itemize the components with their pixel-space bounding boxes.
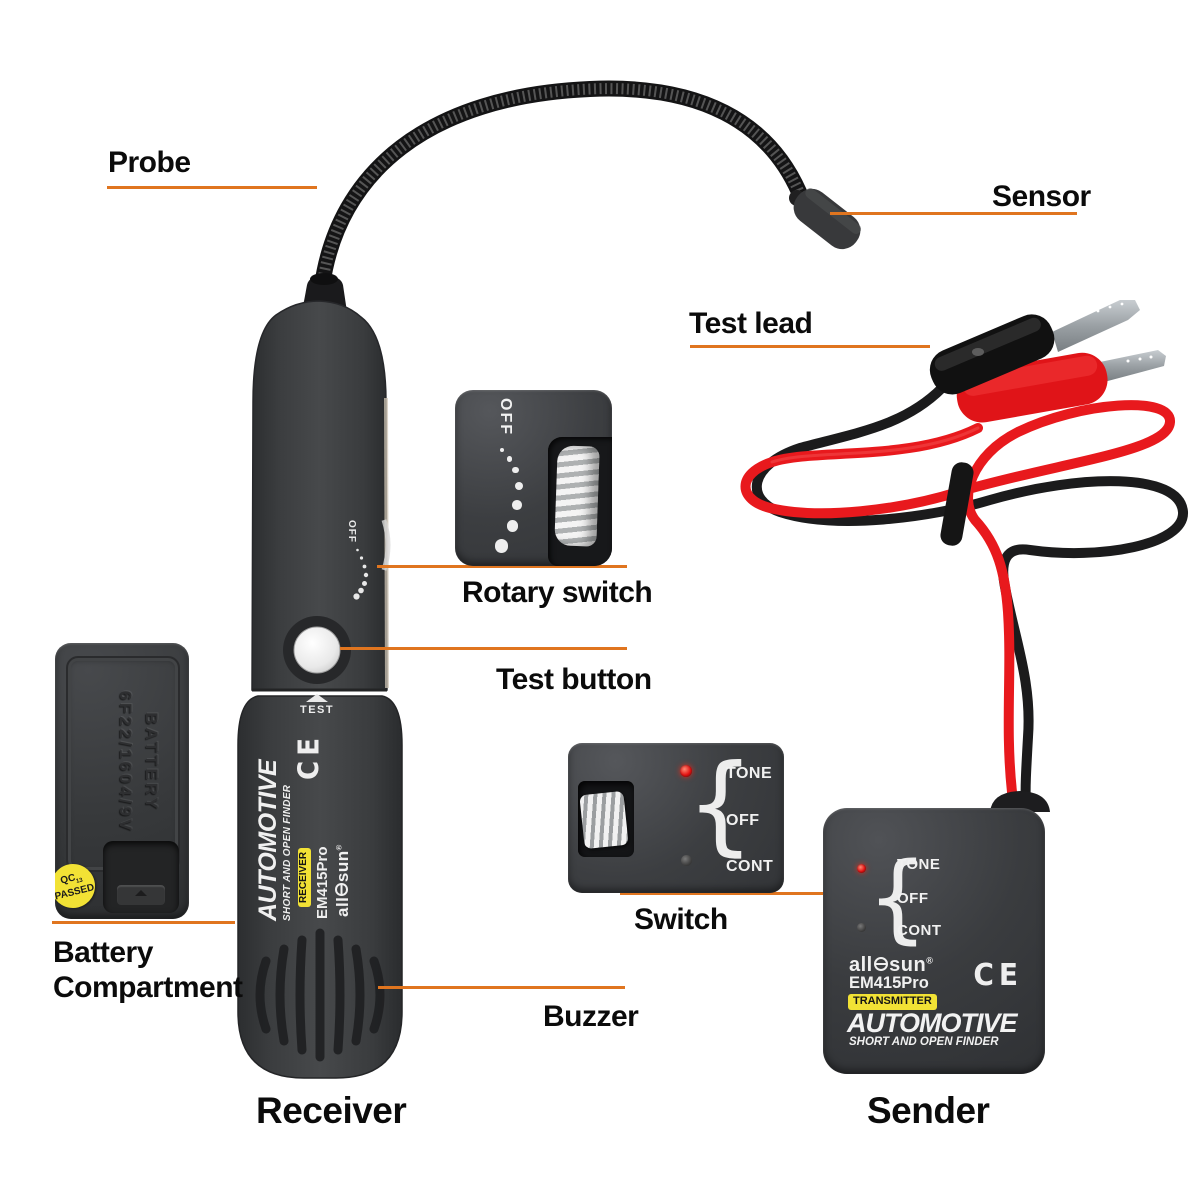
- sender-subtitle: SHORT AND OPEN FINDER: [849, 1036, 999, 1048]
- receiver-title: AUTOMOTIVE: [254, 759, 282, 921]
- sensor-line: [830, 212, 1077, 215]
- battery-latch: [117, 885, 165, 905]
- battery-embossed-text: BATTERY 6F22/1604/9V: [80, 667, 164, 857]
- tone-led: [680, 765, 692, 777]
- rotary-dot: [506, 456, 513, 462]
- battery-label-line2: Compartment: [53, 970, 243, 1004]
- battery-line: [52, 921, 235, 924]
- battery-emboss-line2: 6F22/1604/9V: [116, 690, 136, 834]
- test-lead-wires: [740, 383, 1188, 809]
- latch-notch-icon: [135, 890, 147, 896]
- sender-role-badge: TRANSMITTER: [848, 994, 937, 1010]
- sender-off-caption: OFF: [897, 890, 929, 907]
- sender-cont-caption: CONT: [897, 922, 942, 939]
- sensor-tip: [789, 188, 862, 250]
- sender-ce-mark: CE: [973, 956, 1023, 993]
- sensor-label: Sensor: [992, 180, 1091, 213]
- buzzer-line: [378, 986, 625, 989]
- probe-line: [107, 186, 317, 189]
- receiver-ce-mark: CE: [293, 733, 327, 780]
- slide-switch-recess: [578, 781, 634, 857]
- brand-prefix: all: [333, 896, 353, 917]
- receiver-role-badge: RECEIVER: [298, 847, 311, 907]
- receiver-brand-logo: all sun®: [333, 729, 353, 917]
- mode-brace: {: [686, 743, 755, 867]
- rotary-dot: [494, 539, 509, 553]
- receiver-label: Receiver: [256, 1090, 407, 1131]
- qc-text: QC: [59, 872, 77, 887]
- switch-inset: { TONE OFF CONT: [568, 743, 784, 893]
- black-alligator-clip: [929, 300, 1140, 395]
- sun-logo-icon: [335, 882, 349, 896]
- sender-title: AUTOMOTIVE: [847, 1008, 1018, 1038]
- sender-strain-relief: [990, 791, 1050, 812]
- test-button: [293, 626, 341, 674]
- test-button-caption: TEST: [300, 704, 335, 716]
- rotary-line: [377, 565, 627, 568]
- rotary-dots: [353, 548, 369, 600]
- rotary-dot: [514, 482, 523, 490]
- switch-off-caption: OFF: [726, 812, 760, 829]
- rotary-switch-label: Rotary switch: [462, 576, 653, 609]
- sun-logo-icon: [873, 956, 889, 971]
- registered-mark: ®: [926, 955, 934, 966]
- thumbwheel-recess: [548, 437, 612, 566]
- thumbwheel: [554, 445, 600, 547]
- battery-label-line1: Battery: [53, 936, 153, 969]
- battery-latch-recess: [103, 841, 179, 913]
- probe-label: Probe: [108, 146, 191, 179]
- test-arrow-icon: [306, 694, 328, 702]
- receiver-rotary-off-caption: OFF: [346, 520, 357, 543]
- rotary-switch-inset: OFF: [455, 390, 612, 566]
- test-lead-label: Test lead: [689, 307, 813, 340]
- gooseneck-probe: [314, 80, 807, 294]
- rotary-dot: [512, 500, 522, 510]
- test-lead-line: [690, 345, 930, 348]
- cont-led: [681, 855, 692, 866]
- switch-label: Switch: [634, 903, 728, 936]
- sender-tone-led: [857, 864, 866, 873]
- rotary-dot: [499, 447, 505, 453]
- registered-mark: ®: [334, 844, 344, 851]
- battery-compartment-label: Battery Compartment: [53, 936, 243, 1005]
- test-button-label: Test button: [496, 663, 652, 696]
- buzzer-label: Buzzer: [543, 1000, 639, 1033]
- rotary-inset-off-caption: OFF: [497, 398, 514, 436]
- cable-tie: [940, 462, 974, 546]
- battery-compartment: BATTERY 6F22/1604/9V QC13 PASSED: [55, 643, 189, 919]
- receiver-subtitle: SHORT AND OPEN FINDER: [282, 784, 294, 921]
- brand-suffix: sun: [333, 850, 353, 883]
- receiver-body: [237, 273, 403, 1079]
- sender-mode-brace: {: [867, 842, 929, 954]
- sender-label: Sender: [867, 1090, 990, 1131]
- brand-suffix: sun: [889, 954, 927, 976]
- switch-line: [620, 892, 867, 895]
- sender-model: EM415Pro: [849, 974, 929, 992]
- receiver-branding: AUTOMOTIVE SHORT AND OPEN FINDER RECEIVE…: [254, 729, 363, 921]
- rotary-dot: [512, 466, 519, 474]
- test-button-line: [340, 647, 627, 650]
- sender-tone-caption: TONE: [897, 856, 941, 873]
- sender-cont-led: [857, 923, 866, 932]
- rotary-dot: [506, 520, 519, 532]
- brand-prefix: all: [849, 954, 873, 976]
- switch-cont-caption: CONT: [726, 858, 774, 875]
- slide-switch-knob: [579, 790, 629, 850]
- battery-emboss-line1: BATTERY: [142, 712, 161, 812]
- buzzer-grille: [255, 928, 385, 1062]
- switch-tone-caption: TONE: [726, 765, 773, 782]
